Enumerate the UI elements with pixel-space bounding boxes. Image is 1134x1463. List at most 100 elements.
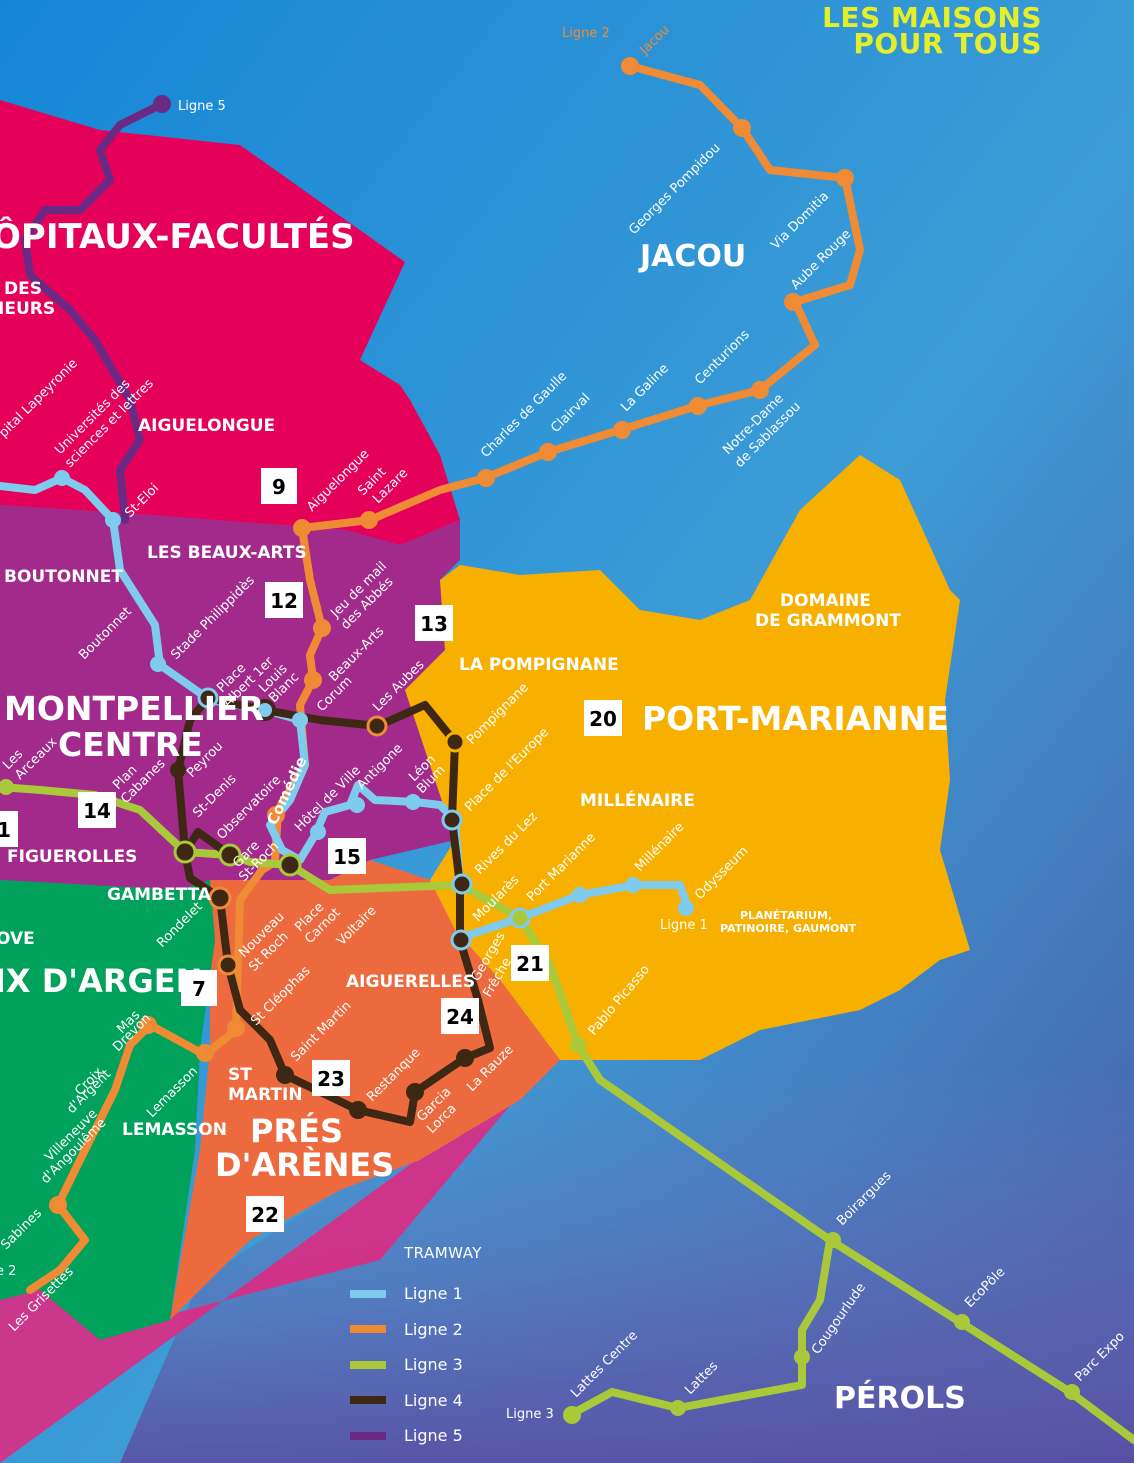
station-odysseum[interactable] xyxy=(678,900,694,916)
station-parc-expo[interactable] xyxy=(1064,1384,1080,1400)
station-georges-pompidou[interactable] xyxy=(733,119,751,137)
legend-swatch-ligne5 xyxy=(350,1431,386,1440)
station-ligne5-terminus[interactable] xyxy=(153,95,171,113)
station-observatoire[interactable] xyxy=(218,843,242,867)
station-st-eloi[interactable] xyxy=(105,512,121,528)
station-lemasson[interactable] xyxy=(196,1044,214,1062)
station-antigone[interactable] xyxy=(349,797,365,813)
neighborhood-des: DES xyxy=(4,279,42,299)
maison-13[interactable]: 13 xyxy=(415,605,453,641)
maison-9[interactable]: 9 xyxy=(261,468,297,504)
station-louis-blanc[interactable] xyxy=(254,699,276,721)
station-aiguelongue[interactable] xyxy=(293,519,311,537)
station-pablo-picasso[interactable] xyxy=(570,1037,586,1053)
station-cougourlude[interactable] xyxy=(794,1349,810,1365)
station-moulares[interactable] xyxy=(450,929,472,951)
tramway-legend: TRAMWAY Ligne 1 Ligne 2 Ligne 3 Ligne 4 … xyxy=(350,1244,482,1454)
terminal-ligne5: Ligne 5 xyxy=(178,99,226,114)
neighborhood-domaine-2: DE GRAMMONT xyxy=(755,611,901,631)
maison-20[interactable]: 20 xyxy=(584,700,622,736)
station-la-rauze[interactable] xyxy=(456,1049,474,1067)
svg-text:15: 15 xyxy=(333,845,361,869)
poi-planetarium-2: PATINOIRE, GAUMONT xyxy=(720,922,857,935)
station-via-domitia[interactable] xyxy=(836,169,854,187)
station-rives-du-lez[interactable] xyxy=(451,873,473,895)
station-centurions[interactable] xyxy=(689,397,707,415)
legend-item-ligne1: Ligne 1 xyxy=(350,1276,482,1312)
neighborhood-st-martin-1: ST xyxy=(228,1065,252,1085)
neighborhood-beaux-arts: LES BEAUX-ARTS xyxy=(147,543,307,563)
station-hotel-de-ville[interactable] xyxy=(310,824,326,840)
station-corum[interactable] xyxy=(304,671,322,689)
station-ecopole[interactable] xyxy=(954,1314,970,1330)
legend-item-ligne2: Ligne 2 xyxy=(350,1312,482,1348)
station-st-cleophas[interactable] xyxy=(227,1019,245,1037)
station-comedie[interactable] xyxy=(267,806,285,824)
station-peyrou[interactable] xyxy=(170,762,186,778)
station-la-galine[interactable] xyxy=(613,421,631,439)
station-millenaire[interactable] xyxy=(625,877,641,893)
maison-23[interactable]: 23 xyxy=(312,1060,350,1096)
station-place-europe[interactable] xyxy=(441,809,463,831)
station-leon-blum[interactable] xyxy=(405,794,421,810)
station-plan-cabanes[interactable] xyxy=(173,840,197,864)
maison-21[interactable]: 21 xyxy=(511,945,549,981)
station-mas-drevon[interactable] xyxy=(139,1016,157,1034)
station-boirargues[interactable] xyxy=(825,1232,841,1248)
page-title: LES MAISONS POUR TOUS xyxy=(822,4,1042,58)
stations xyxy=(0,57,1080,1424)
maison-markers: 9 12 13 14 15 20 21 24 7 23 22 1 xyxy=(0,468,622,1232)
maison-1[interactable]: 1 xyxy=(0,811,18,847)
station-les-aubes[interactable] xyxy=(366,715,388,737)
station-pompignane[interactable] xyxy=(444,731,466,753)
station-rondelet[interactable] xyxy=(208,886,232,910)
station-les-arceaux[interactable] xyxy=(0,779,14,795)
svg-text:12: 12 xyxy=(270,589,298,613)
maison-15[interactable]: 15 xyxy=(328,838,366,874)
station-notre-dame[interactable] xyxy=(751,381,769,399)
poi-planetarium-1: PLANÉTARIUM, xyxy=(740,909,832,922)
station-lattes[interactable] xyxy=(670,1400,686,1416)
district-label-centre-2: CENTRE xyxy=(58,725,203,764)
station-clairval[interactable] xyxy=(539,443,557,461)
station-nouveau-st-roch[interactable] xyxy=(217,954,239,976)
station-stade-philippides[interactable] xyxy=(150,656,166,672)
station-jacou[interactable] xyxy=(621,57,639,75)
svg-text:23: 23 xyxy=(317,1067,345,1091)
ligne3-lattes-branch xyxy=(566,1236,834,1419)
station-lattes-centre[interactable] xyxy=(563,1406,581,1424)
svg-text:22: 22 xyxy=(251,1203,279,1227)
station-gare-st-roch[interactable] xyxy=(278,853,302,877)
station-restanque[interactable] xyxy=(349,1101,367,1119)
legend-label-ligne1: Ligne 1 xyxy=(404,1284,463,1304)
svg-text:7: 7 xyxy=(192,977,206,1001)
maison-22[interactable]: 22 xyxy=(246,1196,284,1232)
station-jeu-de-mail[interactable] xyxy=(313,619,331,637)
neighborhood-boutonnet: BOUTONNET xyxy=(4,567,123,587)
neighborhood-aiguelongue: AIGUELONGUE xyxy=(138,416,275,436)
station-universites[interactable] xyxy=(54,470,70,486)
neighborhood-figuerolles: FIGUEROLLES xyxy=(7,847,137,867)
station-saint-lazare[interactable] xyxy=(360,511,378,529)
svg-text:14: 14 xyxy=(83,799,111,823)
station-sabines[interactable] xyxy=(49,1196,67,1214)
district-label-port-marianne: PORT-MARIANNE xyxy=(642,699,949,738)
maison-7[interactable]: 7 xyxy=(181,970,217,1006)
station-aube-rouge[interactable] xyxy=(784,293,802,311)
station-georges-freche[interactable] xyxy=(509,907,531,929)
maison-14[interactable]: 14 xyxy=(78,792,116,828)
legend-swatch-ligne1 xyxy=(350,1289,386,1298)
district-label-centre-1: MONTPELLIER xyxy=(4,689,264,728)
svg-text:13: 13 xyxy=(420,612,448,636)
station-charles-de-gaulle[interactable] xyxy=(477,469,495,487)
maison-24[interactable]: 24 xyxy=(441,998,479,1034)
maison-12[interactable]: 12 xyxy=(265,582,303,618)
station-corum-l1[interactable] xyxy=(292,712,308,728)
station-place-albert[interactable] xyxy=(197,687,219,709)
station-port-marianne[interactable] xyxy=(572,887,588,903)
station-garcia-lorca[interactable] xyxy=(406,1083,424,1101)
legend-item-ligne4: Ligne 4 xyxy=(350,1383,482,1419)
neighborhood-lemasson: LEMASSON xyxy=(122,1120,227,1140)
terminal-ligne3: Ligne 3 xyxy=(506,1407,554,1422)
station-saint-martin[interactable] xyxy=(276,1066,294,1084)
